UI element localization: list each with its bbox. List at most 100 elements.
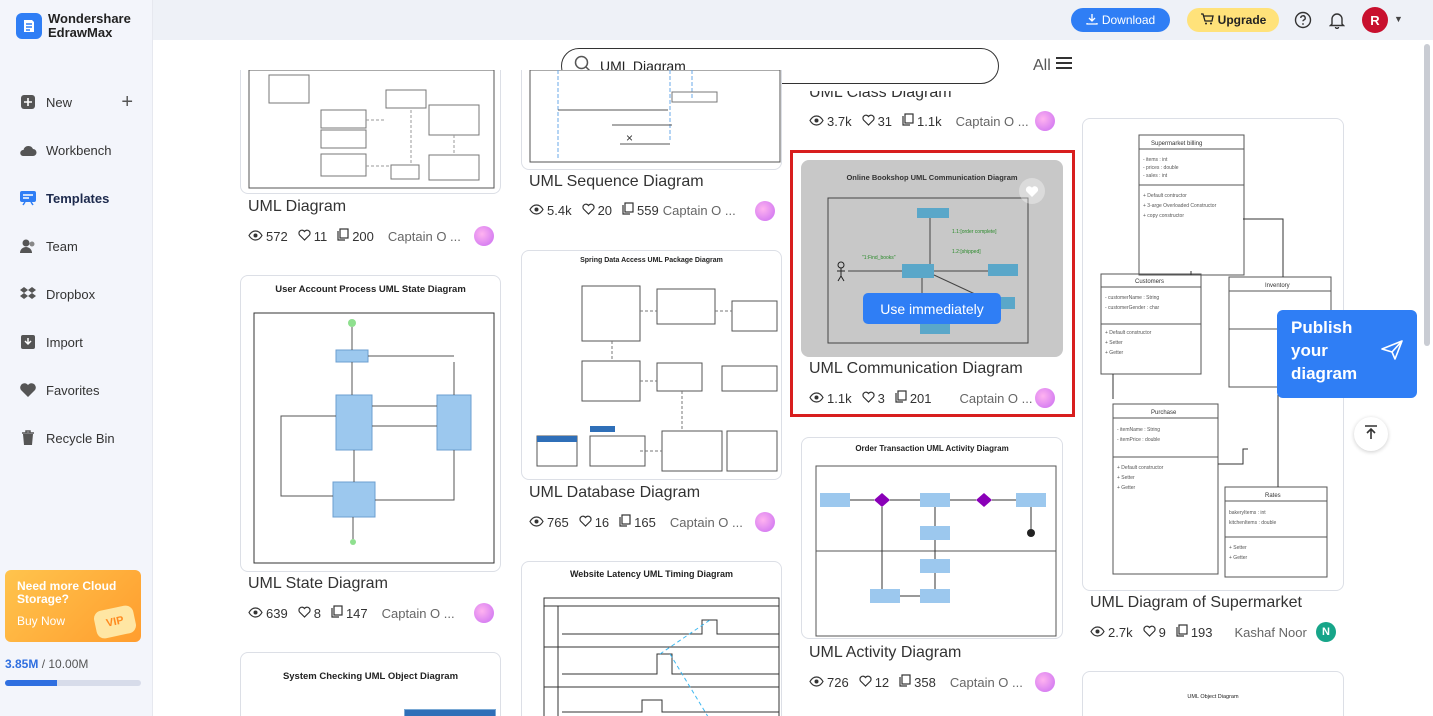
template-thumbnail[interactable]: System Checking UML Object Diagram bbox=[240, 652, 501, 716]
card-stats: 639 8 147 Captain O ... bbox=[248, 605, 455, 621]
author-name[interactable]: Captain O ... bbox=[949, 674, 1023, 690]
heart-outline-icon[interactable] bbox=[861, 114, 875, 129]
svg-text:+ Default contructor: + Default contructor bbox=[1143, 193, 1187, 199]
copy-count: 559 bbox=[637, 202, 659, 218]
brand[interactable]: Wondershare EdrawMax bbox=[16, 12, 131, 40]
svg-text:+ Getter: + Getter bbox=[1229, 555, 1248, 561]
trash-icon bbox=[18, 428, 38, 448]
favorite-heart-icon[interactable] bbox=[1019, 178, 1045, 204]
eye-icon bbox=[1090, 625, 1105, 640]
card-title[interactable]: UML Diagram of Supermarket bbox=[1090, 594, 1302, 611]
card-title[interactable]: UML State Diagram bbox=[248, 575, 388, 592]
heart-outline-icon[interactable] bbox=[861, 391, 875, 406]
card-title[interactable]: UML Communication Diagram bbox=[809, 360, 1023, 377]
sidebar-item-label: Import bbox=[46, 334, 83, 350]
heart-outline-icon[interactable] bbox=[579, 515, 592, 530]
svg-text:Inventory: Inventory bbox=[1265, 283, 1290, 289]
copy-count: 358 bbox=[914, 674, 936, 690]
author-name[interactable]: Captain O ... bbox=[669, 514, 743, 530]
author-name[interactable]: Captain O ... bbox=[959, 390, 1033, 406]
svg-text:bakeryItems : int: bakeryItems : int bbox=[1229, 510, 1266, 516]
card-stats: 572 11 200 Captain O ... bbox=[248, 228, 461, 244]
heart-outline-icon[interactable] bbox=[581, 203, 595, 218]
sidebar-item-recycle-bin[interactable]: Recycle Bin bbox=[0, 414, 153, 462]
sidebar-item-new[interactable]: New + bbox=[0, 78, 153, 126]
sidebar-item-import[interactable]: Import bbox=[0, 318, 153, 366]
author-avatar[interactable] bbox=[474, 603, 494, 623]
diagram-title: UML Object Diagram bbox=[1187, 694, 1239, 700]
sidebar-item-label: New bbox=[46, 94, 73, 110]
filter-label: All bbox=[1033, 56, 1051, 74]
filter-dropdown[interactable]: All bbox=[1033, 56, 1073, 75]
help-icon[interactable] bbox=[1293, 10, 1313, 30]
publish-label-line1: Publish bbox=[1291, 318, 1353, 337]
template-thumbnail[interactable] bbox=[240, 70, 501, 194]
card-title[interactable]: UML Diagram bbox=[248, 198, 347, 215]
eye-icon bbox=[809, 675, 824, 690]
heart-outline-icon[interactable] bbox=[1142, 625, 1156, 640]
author-name[interactable]: Kashaf Noor bbox=[1234, 624, 1307, 640]
cart-icon bbox=[1200, 12, 1214, 28]
card-title[interactable]: UML Sequence Diagram bbox=[529, 173, 704, 190]
add-icon[interactable]: + bbox=[121, 90, 133, 113]
use-immediately-button[interactable]: Use immediately bbox=[863, 293, 1001, 324]
sidebar-item-workbench[interactable]: Workbench bbox=[0, 126, 153, 174]
import-icon bbox=[18, 332, 38, 352]
template-thumbnail[interactable]: User Account Process UML State Diagram bbox=[240, 275, 501, 572]
author-avatar[interactable] bbox=[1035, 388, 1055, 408]
card-title[interactable]: UML Class Diagram bbox=[809, 84, 952, 101]
author-avatar[interactable] bbox=[1035, 672, 1055, 692]
cloud-storage-promo[interactable]: Need more Cloud Storage? Buy Now VIP bbox=[5, 570, 141, 642]
sidebar-item-label: Recycle Bin bbox=[46, 430, 115, 446]
author-name[interactable]: Captain O ... bbox=[662, 202, 736, 218]
sidebar-item-label: Team bbox=[46, 238, 78, 254]
author-avatar[interactable]: N bbox=[1316, 622, 1336, 642]
heart-icon bbox=[18, 380, 38, 400]
storage-progress-fill bbox=[5, 680, 58, 686]
author-avatar[interactable] bbox=[1035, 111, 1055, 131]
eye-icon bbox=[248, 606, 263, 621]
user-avatar[interactable]: R bbox=[1362, 7, 1388, 33]
sidebar-item-dropbox[interactable]: Dropbox bbox=[0, 270, 153, 318]
author-avatar[interactable] bbox=[755, 201, 775, 221]
svg-text:Customers: Customers bbox=[1135, 279, 1164, 285]
upgrade-button[interactable]: Upgrade bbox=[1187, 8, 1279, 32]
buy-now-button[interactable]: Buy Now bbox=[17, 614, 66, 628]
svg-text:+ Setter: + Setter bbox=[1117, 475, 1135, 481]
publish-diagram-button[interactable]: Publish your diagram bbox=[1277, 310, 1417, 398]
vip-badge: VIP bbox=[92, 604, 138, 640]
chevron-down-icon[interactable]: ▼ bbox=[1394, 14, 1403, 24]
svg-text:1.1:[order complete]: 1.1:[order complete] bbox=[952, 229, 997, 235]
scrollbar[interactable] bbox=[1424, 44, 1430, 346]
notification-bell-icon[interactable] bbox=[1327, 10, 1347, 30]
sidebar-item-templates[interactable]: Templates bbox=[0, 174, 153, 222]
team-icon bbox=[18, 236, 38, 256]
author-avatar[interactable] bbox=[474, 226, 494, 246]
download-button[interactable]: Download bbox=[1071, 8, 1170, 32]
svg-text:- prices : double: - prices : double bbox=[1143, 165, 1179, 171]
author-avatar[interactable] bbox=[755, 512, 775, 532]
author-name[interactable]: Captain O ... bbox=[955, 113, 1029, 129]
back-to-top-button[interactable] bbox=[1354, 417, 1388, 451]
template-thumbnail[interactable]: UML Object Diagram bbox=[1082, 671, 1344, 716]
card-title[interactable]: UML Activity Diagram bbox=[809, 644, 962, 661]
card-title[interactable]: UML Database Diagram bbox=[529, 484, 701, 501]
card-stats: 5.4k 20 559 Captain O ... bbox=[529, 202, 736, 218]
template-thumbnail[interactable]: Online Bookshop UML Communication Diagra… bbox=[801, 160, 1063, 357]
card-stats: 726 12 358 Captain O ... bbox=[809, 674, 1023, 690]
template-thumbnail[interactable]: Spring Data Access UML Package Diagram bbox=[521, 250, 782, 480]
template-thumbnail[interactable]: Website Latency UML Timing Diagram bbox=[521, 561, 782, 716]
author-name[interactable]: Captain O ... bbox=[381, 605, 455, 621]
view-count: 1.1k bbox=[827, 390, 852, 406]
sidebar-item-favorites[interactable]: Favorites bbox=[0, 366, 153, 414]
author-name[interactable]: Captain O ... bbox=[387, 228, 461, 244]
heart-outline-icon[interactable] bbox=[298, 606, 311, 621]
sidebar-item-team[interactable]: Team bbox=[0, 222, 153, 270]
diagram-title: System Checking UML Object Diagram bbox=[282, 671, 459, 682]
copy-icon bbox=[895, 390, 907, 406]
template-thumbnail[interactable]: Order Transaction UML Activity Diagram bbox=[801, 437, 1063, 639]
heart-outline-icon[interactable] bbox=[298, 229, 311, 244]
heart-outline-icon[interactable] bbox=[859, 675, 872, 690]
like-count: 3 bbox=[877, 390, 885, 406]
template-thumbnail[interactable]: × bbox=[521, 70, 782, 170]
